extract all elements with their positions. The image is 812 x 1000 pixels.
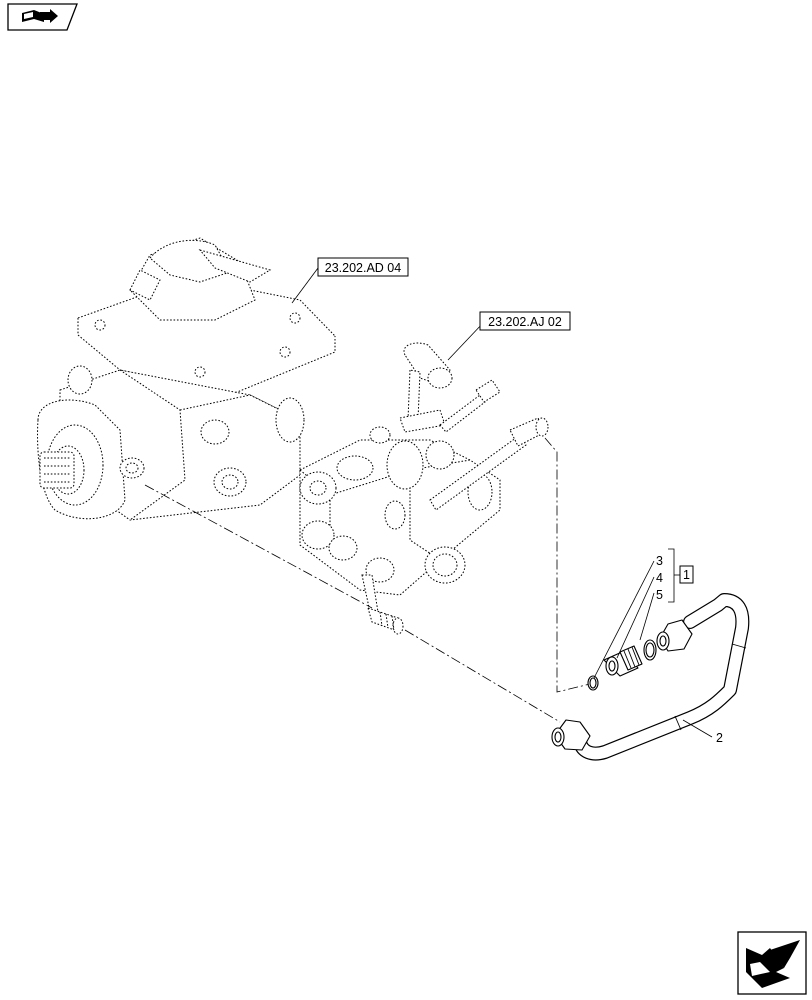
callout-item-2: 2 bbox=[716, 731, 723, 745]
callout-item-3: 3 bbox=[656, 554, 663, 568]
fitting-o-ring-large bbox=[643, 639, 657, 661]
svg-text:1: 1 bbox=[683, 568, 690, 582]
reference-box-23-202-ad-04[interactable]: 23.202.AD 04 bbox=[317, 257, 409, 277]
pump-assembly bbox=[37, 237, 336, 521]
fitting-o-ring-small bbox=[587, 675, 599, 691]
valve-block-assembly bbox=[299, 342, 549, 635]
callout-item-5: 5 bbox=[656, 588, 663, 602]
callout-item-1: 1 bbox=[679, 565, 694, 584]
adapter-fitting bbox=[603, 645, 643, 677]
reference-box-23-202-aj-02[interactable]: 23.202.AJ 02 bbox=[479, 311, 571, 331]
svg-text:23.202.AD 04: 23.202.AD 04 bbox=[325, 261, 401, 275]
book-arrow-icon[interactable] bbox=[7, 3, 78, 31]
leader-lines bbox=[291, 267, 713, 738]
next-page-arrow-icon[interactable] bbox=[737, 931, 807, 995]
hydraulic-pipe bbox=[551, 593, 750, 761]
assembly-centerlines bbox=[144, 437, 591, 723]
callout-item-4: 4 bbox=[656, 571, 663, 585]
svg-text:23.202.AJ 02: 23.202.AJ 02 bbox=[488, 315, 562, 329]
